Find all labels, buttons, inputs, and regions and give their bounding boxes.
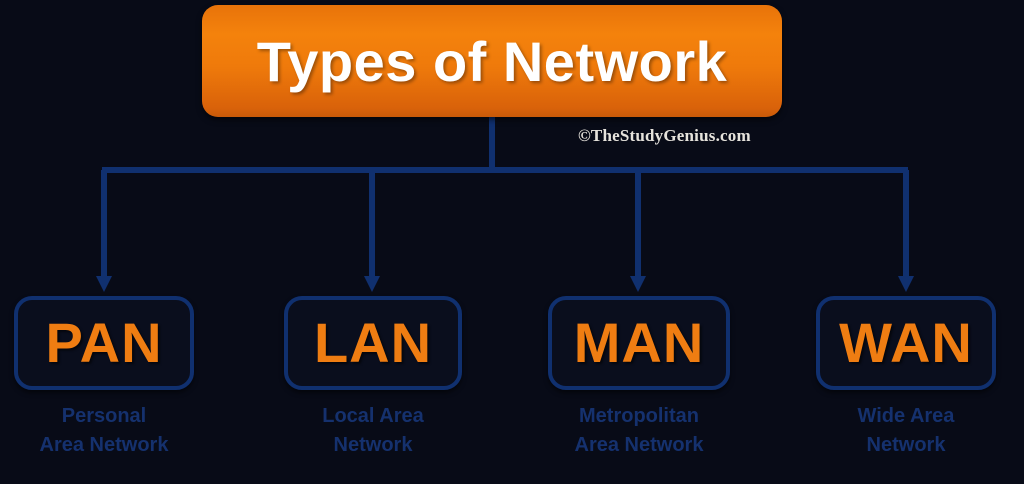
node-lan-abbr: LAN: [313, 311, 433, 374]
page-title: Types of Network: [256, 29, 728, 93]
arrowhead-wan: [898, 276, 914, 292]
node-lan-caption: Local Area Network: [284, 402, 462, 460]
arrowhead-man: [630, 276, 646, 292]
diagram-title-box: Types of Network: [202, 5, 782, 117]
node-man-box[interactable]: MAN: [548, 296, 730, 390]
node-wan-caption-line1: Wide Area: [857, 405, 955, 427]
node-man: MAN Metropolitan Area Network: [548, 296, 730, 456]
node-pan-caption-line2: Area Network: [39, 434, 169, 456]
node-wan-caption: Wide Area Network: [816, 402, 996, 460]
node-man-caption-line1: Metropolitan: [579, 405, 699, 427]
arrowhead-lan: [364, 276, 380, 292]
node-lan: LAN Local Area Network: [284, 296, 462, 456]
node-pan: PAN Personal Area Network: [14, 296, 194, 456]
node-pan-abbr: PAN: [45, 311, 163, 374]
node-wan-abbr: WAN: [839, 311, 973, 374]
node-pan-box[interactable]: PAN: [14, 296, 194, 390]
node-man-caption-line2: Area Network: [574, 434, 704, 456]
node-lan-box[interactable]: LAN: [284, 296, 462, 390]
node-wan-box[interactable]: WAN: [816, 296, 996, 390]
node-man-abbr: MAN: [573, 311, 705, 374]
node-wan-caption-line2: Network: [866, 434, 946, 456]
node-man-caption: Metropolitan Area Network: [548, 402, 730, 460]
node-lan-caption-line1: Local Area: [322, 405, 424, 427]
node-lan-caption-line2: Network: [333, 434, 413, 456]
watermark: ©TheStudyGenius.com: [578, 126, 751, 145]
node-pan-caption-line1: Personal: [61, 405, 147, 427]
node-wan: WAN Wide Area Network: [816, 296, 996, 456]
arrowhead-pan: [96, 276, 112, 292]
node-pan-caption: Personal Area Network: [14, 402, 194, 460]
